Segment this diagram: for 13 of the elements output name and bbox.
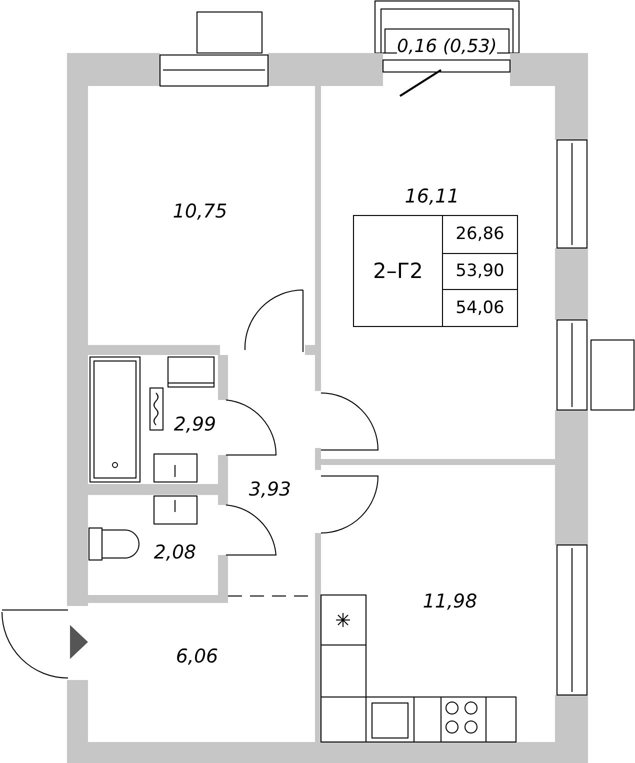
apartment-info-table [353, 215, 518, 327]
area-label: 16,11 [404, 188, 460, 206]
area-label: 10,75 [172, 202, 228, 222]
area-label: 6,06 [176, 648, 218, 666]
table-cell: 54,06 [442, 289, 517, 326]
area-label: 3,93 [248, 480, 292, 500]
area-label: 11,98 [422, 592, 478, 612]
table-cell: 26,86 [442, 216, 517, 253]
area-label: 0,16 (0,53) [397, 38, 497, 56]
area-label: 2,08 [154, 544, 196, 562]
table-cell: 53,90 [442, 252, 517, 290]
apartment-type: 2–Г2 [372, 258, 424, 285]
area-label: 2,99 [174, 416, 216, 434]
